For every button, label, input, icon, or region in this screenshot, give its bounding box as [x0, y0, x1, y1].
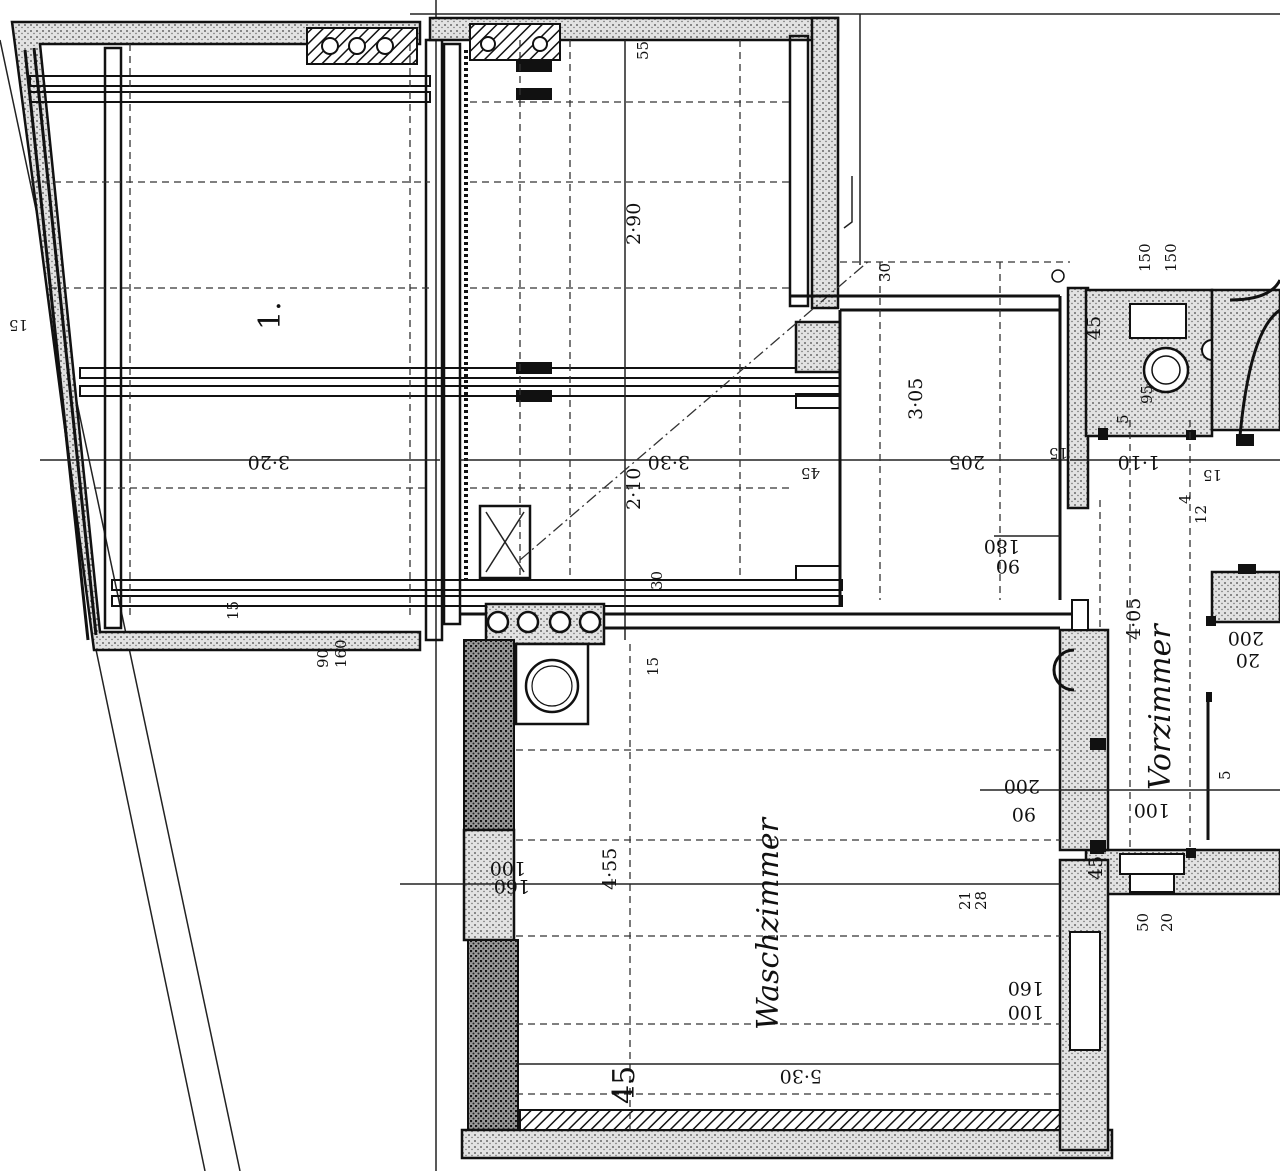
- dim-330: 3·30: [648, 451, 690, 473]
- dim-30-bottom: 30: [648, 571, 666, 590]
- dim-21: 21: [956, 891, 974, 910]
- room-label-waschzimmer: Waschzimmer: [751, 816, 786, 1030]
- dim-15-stair: 15: [1203, 466, 1222, 484]
- dim-15-right: 15: [1049, 444, 1068, 462]
- small-room-walls: [790, 261, 1090, 606]
- dim-205: 205: [949, 451, 985, 473]
- dim-45-mid: 45: [801, 464, 820, 482]
- dim-55: 55: [634, 41, 652, 60]
- dim-left-wall: 15: [9, 316, 28, 334]
- dim-210: 2·10: [623, 468, 645, 510]
- waschzimmer-walls: [460, 599, 1114, 1160]
- dim-90-door: 90: [1012, 803, 1036, 825]
- chimney-flue-icon: [478, 504, 532, 580]
- dim-45-bottom: 45: [607, 1066, 642, 1104]
- dim-110: 1·10: [1118, 451, 1160, 473]
- dim-100-hall: 100: [1134, 799, 1170, 821]
- dim-100-window: 100: [490, 857, 526, 879]
- dim-50: 50: [1134, 913, 1152, 932]
- dim-200-right: 200: [1228, 627, 1264, 649]
- waschzimmer-dashed-lines: [400, 535, 1110, 1130]
- dim-455: 4·55: [599, 848, 621, 890]
- dim-5: 5: [1114, 414, 1132, 424]
- dim-150a: 150: [1136, 243, 1154, 272]
- dim-160-window: 160: [494, 875, 530, 897]
- room-1-number: 1.: [253, 301, 288, 330]
- dim-15-mid: 15: [644, 657, 662, 676]
- dim-160-window-right: 160: [1008, 977, 1044, 999]
- dim-room1-width: 3·20: [248, 451, 290, 473]
- dim-150b: 150: [1162, 243, 1180, 272]
- dim-30-top: 30: [876, 263, 894, 282]
- dim-45-stove: 45: [1083, 316, 1105, 340]
- dim-95: 95: [1138, 385, 1156, 404]
- dim-5b: 5: [1216, 770, 1234, 780]
- dim-530: 5·30: [780, 1065, 822, 1087]
- dim-4: 4: [1176, 494, 1194, 504]
- middle-room-walls: [428, 16, 842, 581]
- dim-45-door: 45: [1085, 856, 1107, 880]
- room-1-walls: [10, 20, 422, 652]
- middle-room-dashed-lines: [460, 40, 1070, 640]
- room-1-dashed-lines: [30, 44, 440, 620]
- dim-180: 180: [984, 535, 1020, 557]
- dim-290: 2·90: [623, 203, 645, 245]
- dim-305: 3·05: [905, 378, 927, 420]
- dim-12: 12: [1192, 505, 1210, 524]
- dim-bottom-wall: 15: [224, 601, 242, 620]
- dim-100-window-right: 100: [1008, 1001, 1044, 1023]
- room-label-vorzimmer: Vorzimmer: [1143, 623, 1178, 790]
- dim-90: 90: [996, 555, 1020, 577]
- dim-28: 28: [972, 891, 990, 910]
- dim-window-90: 90: [314, 649, 332, 668]
- dim-405: 4·05: [1123, 598, 1145, 640]
- dim-window-160: 160: [332, 639, 350, 668]
- dim-20-door: 20: [1158, 913, 1176, 932]
- dim-200-door: 200: [1004, 775, 1040, 797]
- dim-20: 20: [1236, 649, 1260, 671]
